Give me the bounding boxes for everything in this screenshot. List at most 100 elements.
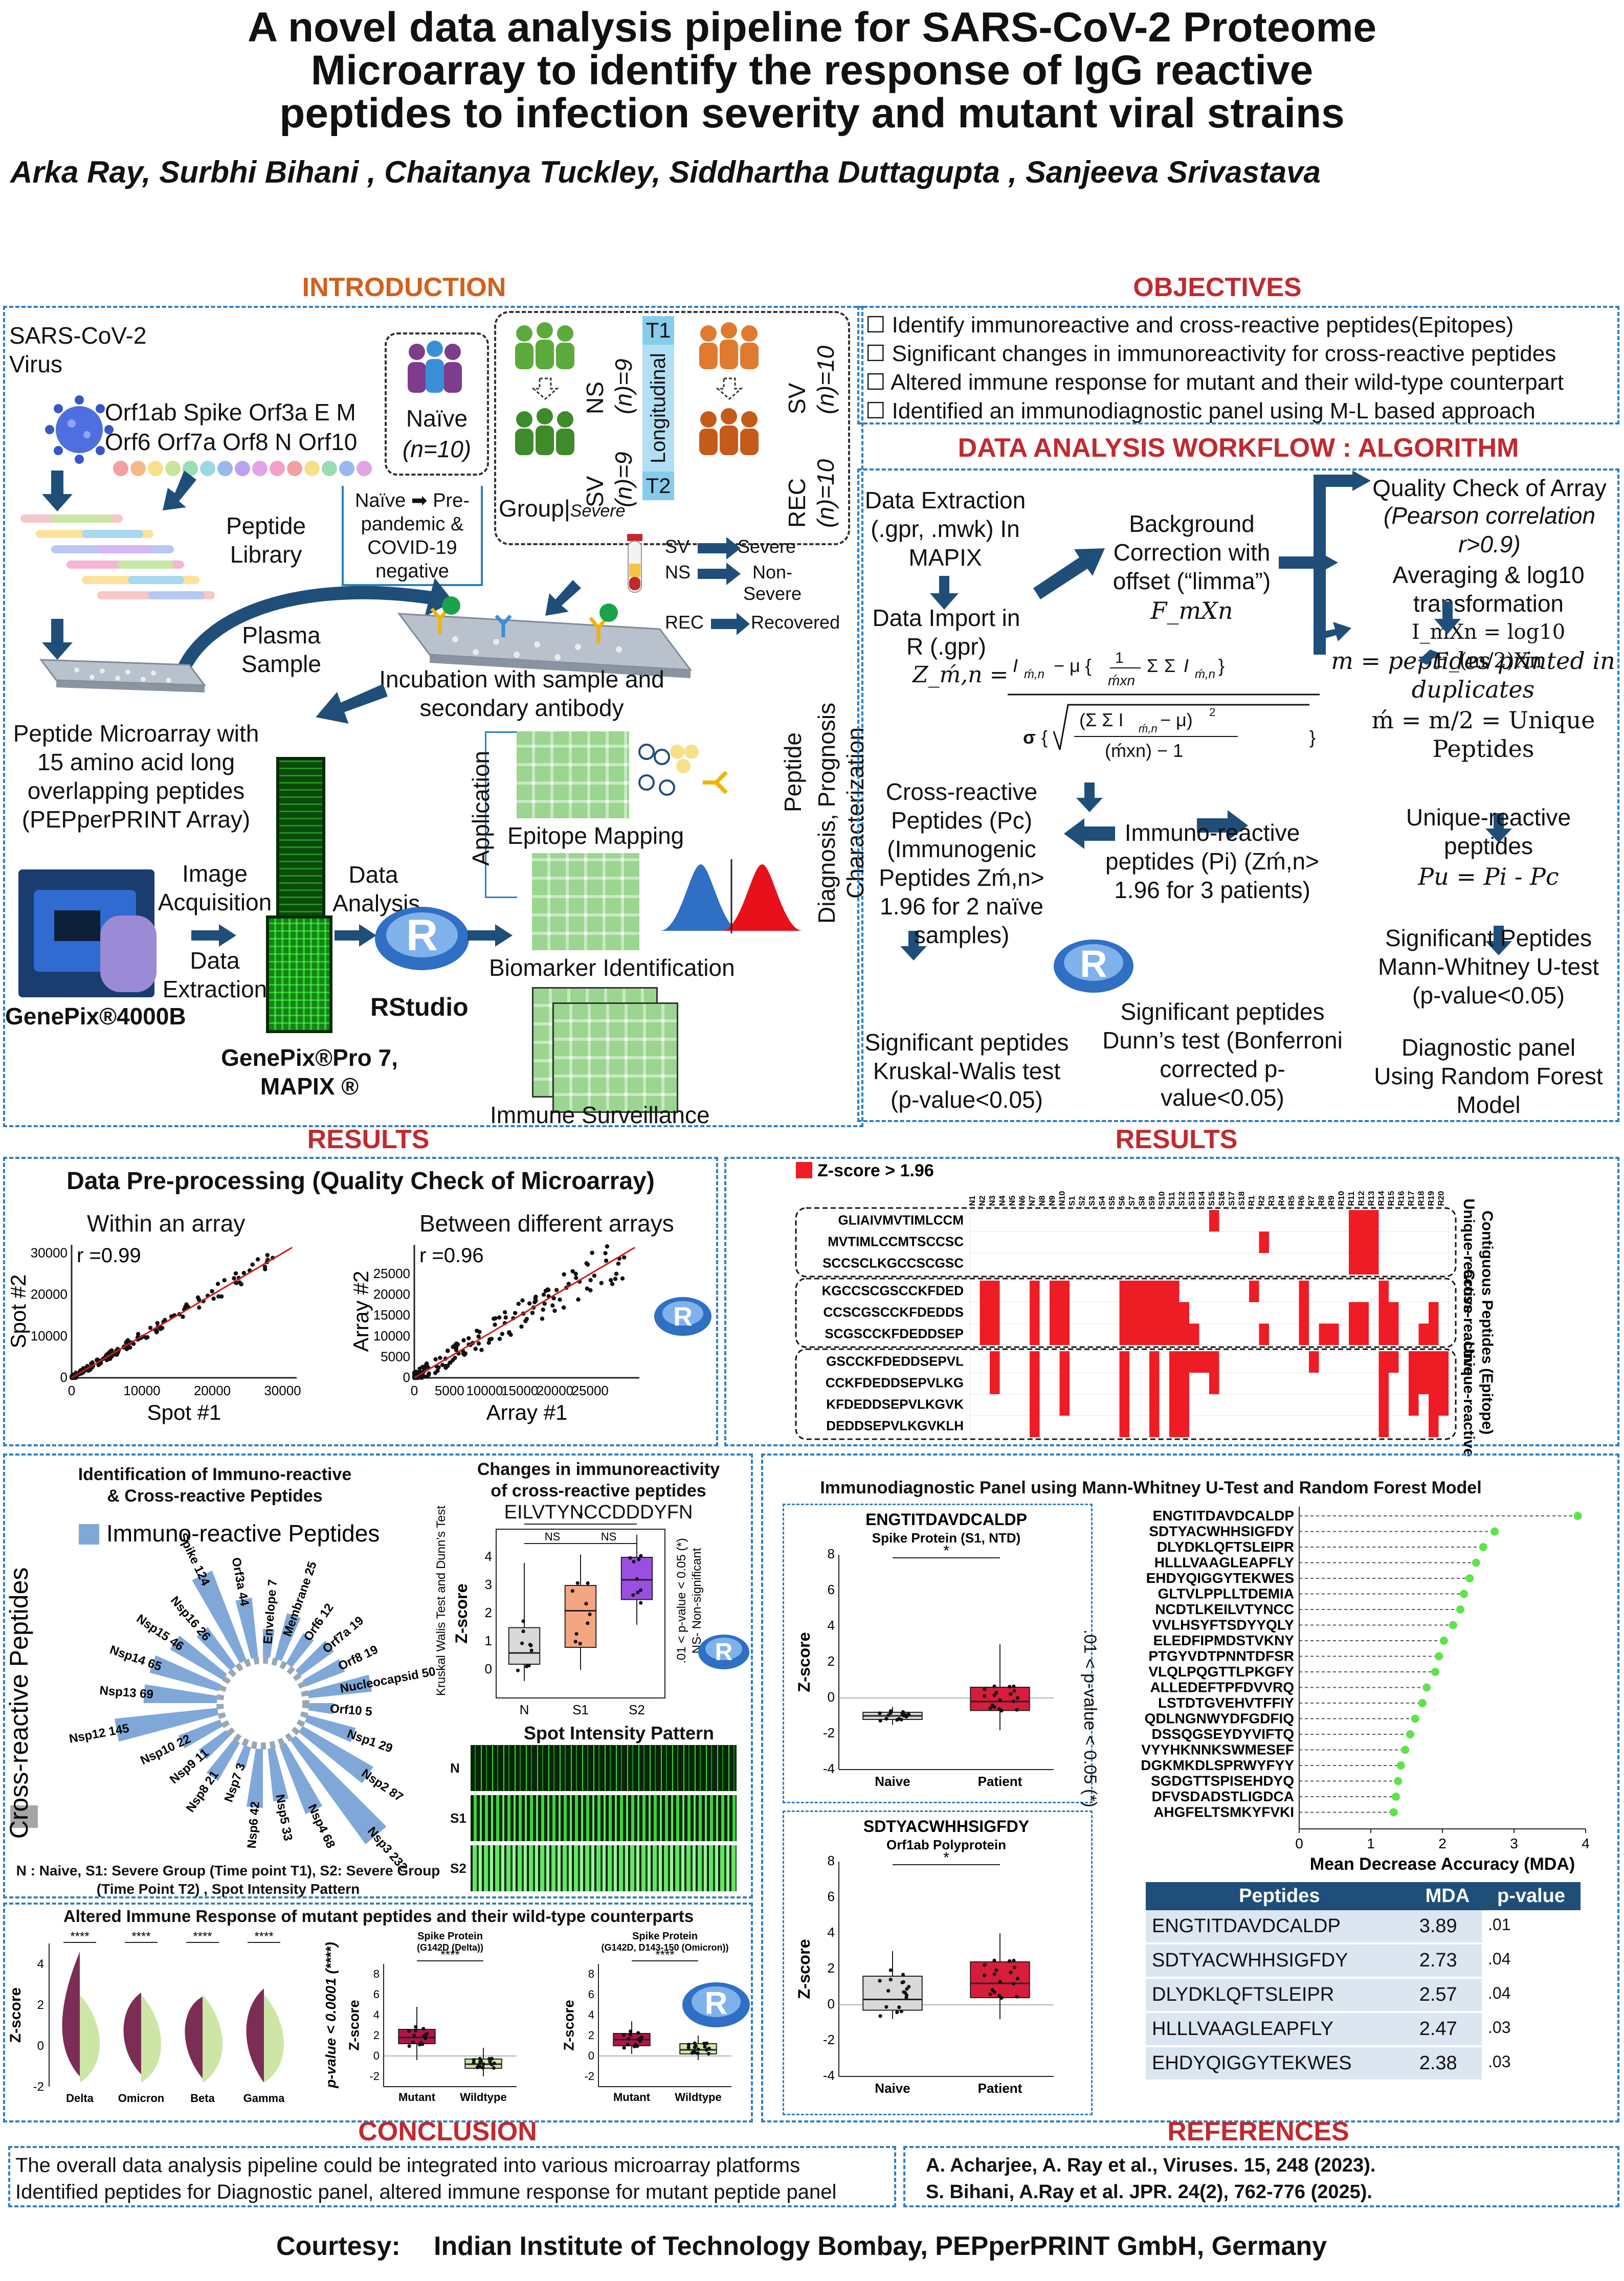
violin-mutant — [185, 1997, 203, 2078]
column-label: S6 — [1118, 1196, 1126, 1206]
results-heading-left: RESULTS — [307, 1125, 430, 1154]
tick-label-y: -4 — [823, 2068, 835, 2083]
data-point — [497, 1315, 502, 1320]
data-extraction-label: Data Extraction — [162, 947, 268, 1002]
mda-table-header-peptides: Peptides — [1146, 1882, 1413, 1910]
data-point — [552, 1308, 557, 1313]
data-point — [481, 2062, 485, 2066]
svg-text:ḿxn: ḿxn — [1108, 673, 1135, 688]
column-label: R9 — [1327, 1195, 1336, 1206]
heatmap-cell — [1369, 1253, 1379, 1274]
data-point — [454, 1348, 459, 1352]
wf-formula-m2: ḿ = m/2 = Unique Peptides — [1371, 706, 1595, 763]
radial-title-2: & Cross-reactive Peptides — [107, 1486, 323, 1506]
svg-text:− μ {: − μ { — [1054, 655, 1092, 676]
tick-label-y: 2 — [828, 1653, 835, 1669]
heatmap-cell — [1418, 1351, 1429, 1373]
heatmap-cell — [1030, 1351, 1040, 1373]
data-point — [599, 1281, 604, 1285]
tick-label-x: S2 — [629, 1702, 645, 1717]
mda-point — [1389, 1808, 1398, 1817]
data-point — [998, 1980, 1002, 1984]
svg-text:ḿ,n: ḿ,n — [1024, 667, 1044, 681]
mda-table-mda: 2.57 — [1413, 1978, 1482, 2013]
heatmap-cell — [1149, 1281, 1160, 1302]
mda-peptide-label: EHDYQIGGYTEKWES — [1146, 1570, 1294, 1586]
data-point — [445, 1348, 450, 1353]
ns-text: NS — [582, 382, 608, 414]
biomarker-grid-icon — [532, 853, 639, 950]
tick-label-y: 6 — [588, 1988, 594, 2001]
data-point — [904, 1993, 909, 1997]
heatmap-cell — [1159, 1281, 1169, 1302]
mda-point — [1472, 1558, 1480, 1567]
data-point — [631, 1593, 635, 1597]
tick-label-x: Patient — [978, 2081, 1022, 2096]
conclusion-panel: The overall data analysis pipeline could… — [8, 2146, 896, 2207]
spot-title: Spot Intensity Pattern — [523, 1723, 715, 1743]
title-line-2: Microarray to identify the response of I… — [310, 47, 1314, 94]
authors: Arka Ray, Surbhi Bihani , Chaitanya Tuck… — [10, 155, 1321, 189]
data-point — [888, 1711, 893, 1715]
tick-label-y: 1 — [485, 1633, 492, 1648]
data-point — [703, 2045, 707, 2049]
data-point — [448, 1360, 452, 1365]
heatmap-cell — [990, 1351, 1000, 1373]
data-point — [239, 1282, 243, 1287]
data-point — [614, 1271, 619, 1276]
data-point — [983, 1963, 987, 1967]
heatmap-cell — [1378, 1302, 1389, 1324]
data-point — [481, 2066, 485, 2070]
radial-category-label: Nsp1 29 — [345, 1727, 394, 1755]
mda-table-peptide: EHDYQIGGYTEKWES — [1146, 2046, 1413, 2082]
mda-point — [1439, 1637, 1448, 1645]
box1-title-2: of cross-reactive peptides — [491, 1481, 706, 1501]
tick-label-x: 0 — [68, 1383, 75, 1398]
column-label: R19 — [1427, 1191, 1436, 1206]
mda-table-mda: 2.38 — [1413, 2046, 1482, 2082]
box — [862, 1976, 923, 2011]
heatmap-cell — [1299, 1302, 1309, 1324]
data-point — [451, 1358, 455, 1362]
radial-bar — [192, 1570, 247, 1664]
data-point — [578, 1642, 582, 1646]
heatmap-cell — [1349, 1253, 1359, 1274]
wf-quality-2: (Pearson correlation r>0.9) — [1383, 502, 1596, 557]
tick-label-y: 0 — [828, 1689, 835, 1705]
data-point — [477, 1330, 482, 1334]
tick-label-y: 2 — [588, 2029, 594, 2042]
mda-point — [1449, 1621, 1457, 1629]
naive-definition-box: Naïve ➡ Pre-pandemic & COVID-19 negative — [342, 486, 483, 586]
data-point — [424, 1364, 429, 1369]
data-point — [574, 1276, 579, 1280]
tick-label-x: Mutant — [398, 2091, 436, 2104]
conclusion-heading: CONCLUSION — [358, 2117, 537, 2146]
data-point — [888, 1978, 893, 1982]
radial-bar — [308, 1703, 334, 1714]
heatmap-cell — [1309, 1351, 1319, 1373]
data-point — [181, 1314, 185, 1319]
data-point — [148, 1326, 153, 1330]
array-image-1 — [276, 757, 325, 926]
box — [508, 1627, 541, 1665]
data-point — [479, 1348, 484, 1352]
longitudinal-label: Longitudinal — [647, 353, 670, 463]
data-point — [516, 1668, 520, 1672]
heatmap-cell — [1119, 1281, 1129, 1302]
column-label: R8 — [1317, 1195, 1326, 1206]
row-label: KFDEDDSEPVLKGVK — [826, 1397, 964, 1412]
legend-label: Z-score > 1.96 — [817, 1161, 934, 1180]
axis-label-x: Mean Decrease Accuracy (MDA) — [1310, 1854, 1575, 1874]
column-label: R17 — [1407, 1191, 1416, 1206]
data-point — [1015, 1977, 1019, 1981]
rec-label: REC (n)=10 — [783, 426, 839, 528]
data-point — [461, 1351, 466, 1356]
column-label: N4 — [998, 1195, 1007, 1206]
virus-icon — [45, 395, 114, 464]
heatmap-cell — [1059, 1281, 1070, 1302]
data-point — [1009, 1971, 1013, 1975]
mda-table-header-pvalue: p-value — [1482, 1882, 1581, 1910]
